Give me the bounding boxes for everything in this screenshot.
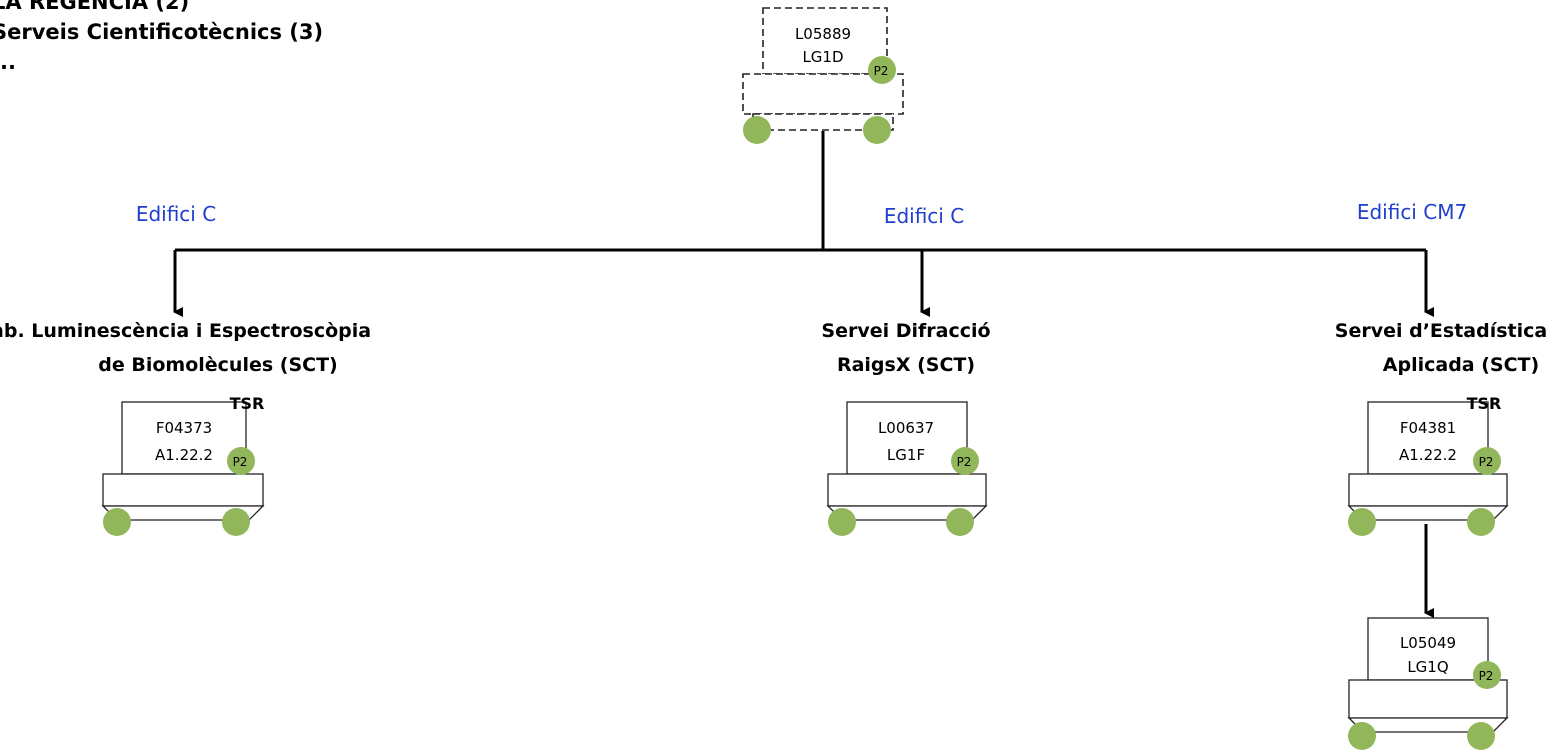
branch-title-3-line1: Servei d’Estadística	[1335, 320, 1547, 342]
node-4-code: L05049	[1400, 634, 1456, 652]
node-2-location: LG1F	[887, 446, 925, 464]
node-top-wheel-right	[863, 116, 891, 144]
node-1-code: F04373	[156, 419, 212, 437]
node-4-wheel-left	[1348, 722, 1376, 750]
node-3-monitor	[1367, 401, 1489, 475]
node-1-wheel-right	[222, 508, 250, 536]
header-subtitle: Serveis Cientificotècnics (3)	[0, 20, 323, 44]
node-3-code: F04381	[1400, 419, 1456, 437]
branch-title-2-line1: Servei Difracció	[821, 320, 990, 342]
node-top-badge-label: P2	[874, 64, 889, 78]
node-4-monitor	[1367, 617, 1489, 681]
node-1-location: A1.22.2	[155, 446, 213, 464]
node-3-location: A1.22.2	[1399, 446, 1457, 464]
node-top: L05889 LG1D P2	[742, 7, 904, 144]
node-3-base	[1348, 473, 1508, 507]
node-4-wheel-right	[1467, 722, 1495, 750]
node-2-code: L00637	[878, 419, 934, 437]
branch-title-1-line2: de Biomolècules (SCT)	[98, 354, 337, 376]
node-3-wheel-right	[1467, 508, 1495, 536]
node-1-wheel-left	[103, 508, 131, 536]
node-3-badge	[1473, 447, 1501, 475]
connector-lines	[173, 131, 1434, 618]
node-2-wheel-left	[828, 508, 856, 536]
node-f04373: TSR F04373 A1.22.2 P2	[101, 394, 265, 536]
node-l00637: L00637 LG1F P2	[826, 401, 988, 536]
node-1-monitor	[121, 401, 247, 475]
node-4-badge-label: P2	[1479, 669, 1494, 683]
node-4-badge	[1473, 661, 1501, 689]
node-3-wheel-left	[1348, 508, 1376, 536]
node-f04381: TSR F04381 A1.22.2 P2	[1347, 394, 1509, 536]
building-label-2: Edifici C	[884, 204, 964, 228]
node-3-badge-label: P2	[1479, 455, 1494, 469]
node-top-wheel-left	[743, 116, 771, 144]
node-3-tag: TSR	[1467, 394, 1502, 413]
node-top-badge	[868, 56, 896, 84]
node-2-badge	[951, 447, 979, 475]
node-4-location: LG1Q	[1407, 658, 1448, 676]
node-1-tag: TSR	[230, 394, 265, 413]
header-continuation: ...	[0, 50, 16, 74]
branch-title-1-line1: Lab. Luminescència i Espectroscòpia	[0, 320, 371, 342]
node-top-code: L05889	[795, 25, 851, 43]
node-1-badge-label: P2	[233, 455, 248, 469]
node-2-wheel-right	[946, 508, 974, 536]
node-1-base	[102, 473, 264, 507]
node-top-location: LG1D	[802, 48, 843, 66]
node-2-base	[827, 473, 987, 507]
building-label-1: Edifici C	[136, 202, 216, 226]
node-top-monitor	[762, 7, 888, 75]
node-2-badge-label: P2	[957, 455, 972, 469]
building-label-3: Edifici CM7	[1357, 200, 1467, 224]
node-l05049: L05049 LG1Q P2	[1347, 617, 1509, 750]
branch-title-3-line2: Aplicada (SCT)	[1383, 354, 1539, 376]
header-title: LA REGENCIA (2)	[0, 0, 189, 14]
node-1-badge	[227, 447, 255, 475]
node-2-monitor	[846, 401, 968, 475]
branch-title-2-line2: RaigsX (SCT)	[837, 354, 975, 376]
